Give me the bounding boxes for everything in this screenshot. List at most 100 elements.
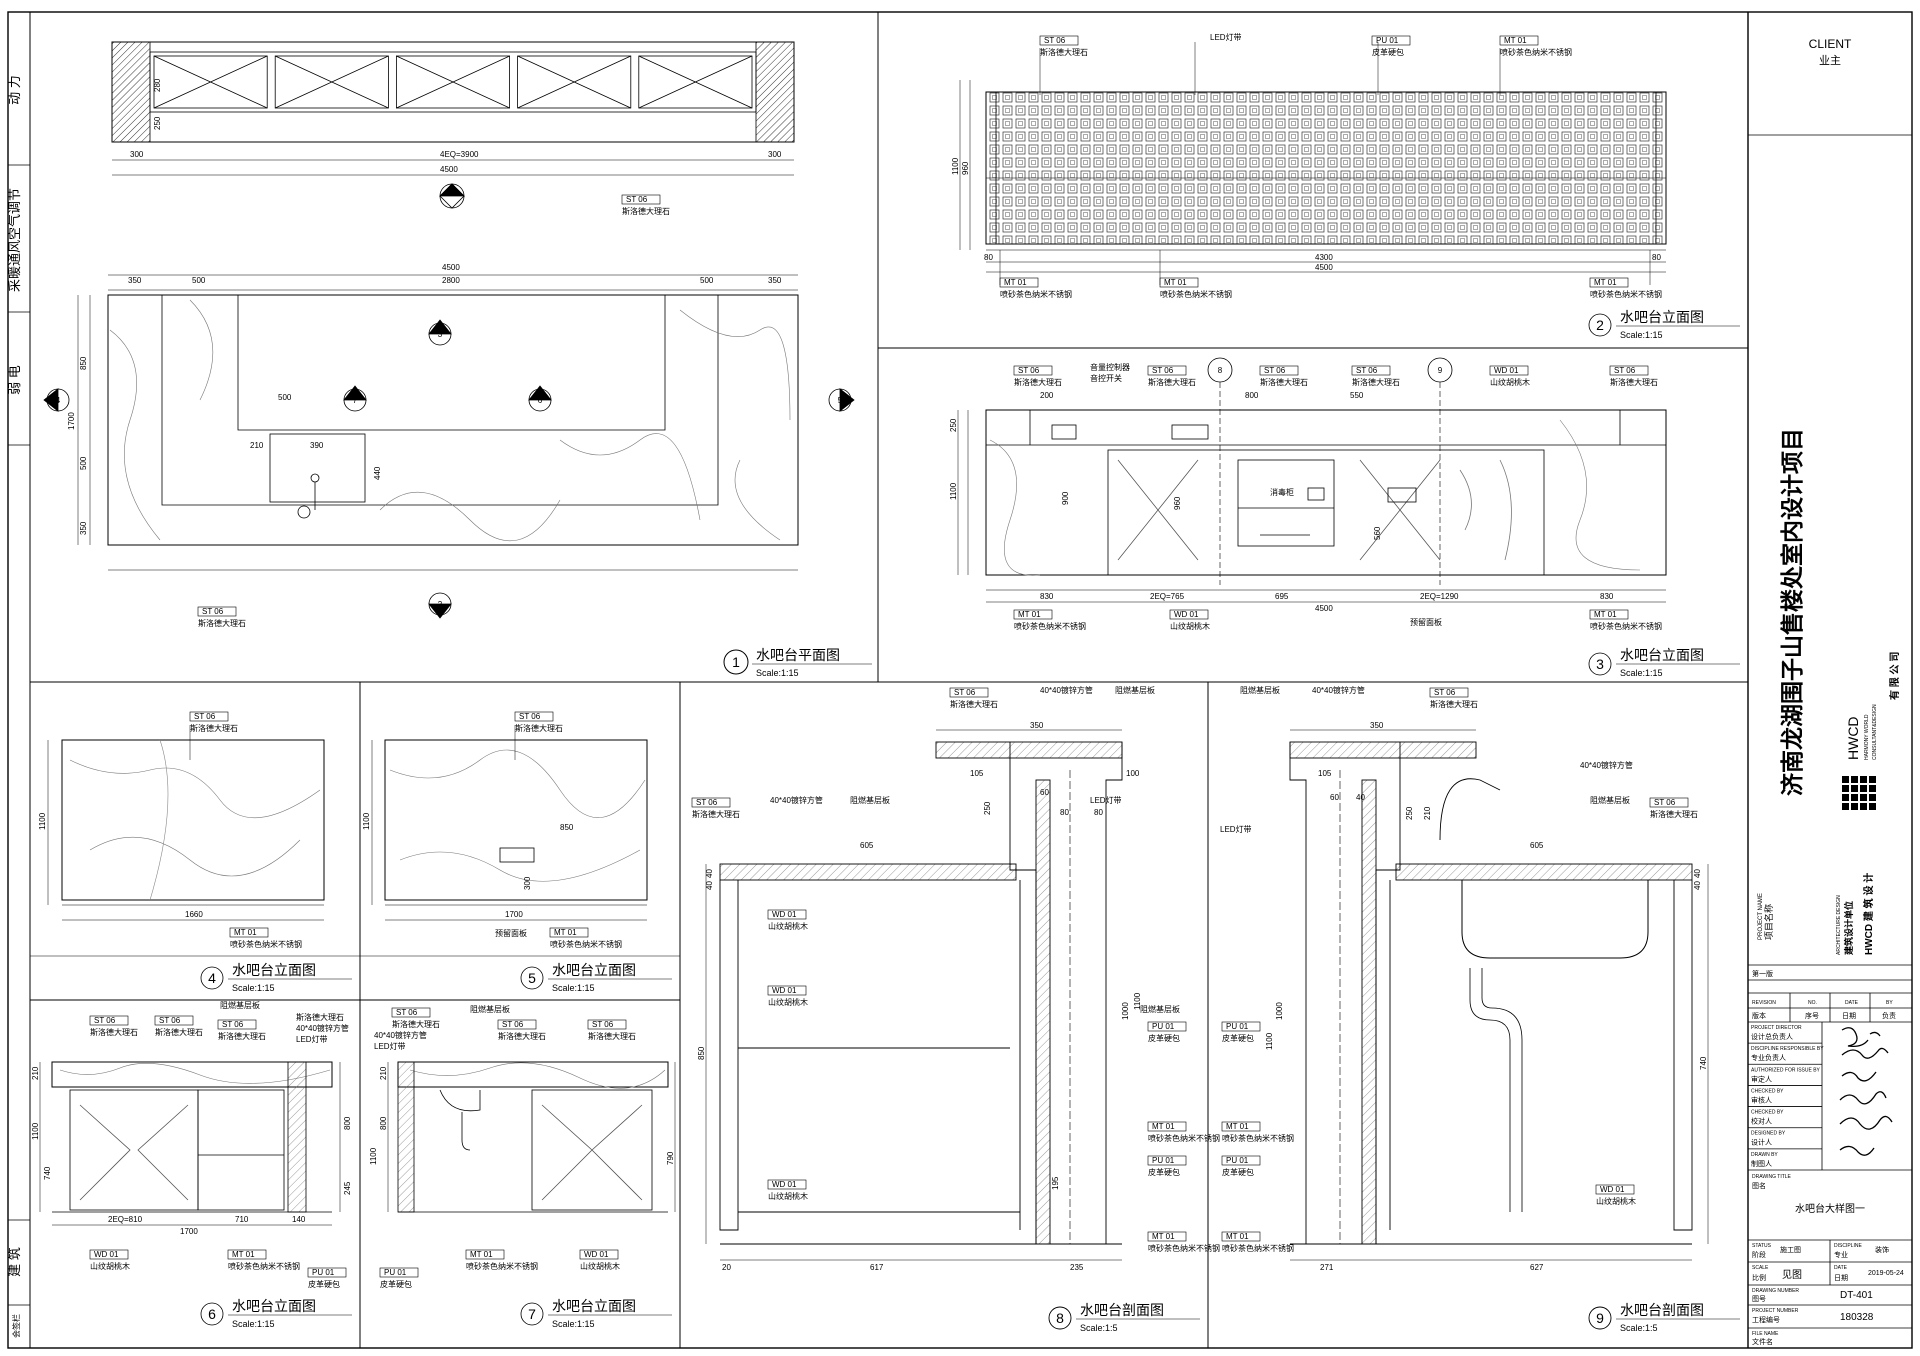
p3-marker-8: 8 (1218, 366, 1223, 375)
status-en: STATUS (1752, 1243, 1772, 1249)
p9-dim-271: 271 (1320, 1263, 1334, 1272)
p8-note-led: LED灯带 (1090, 795, 1122, 805)
p8-dim-250: 250 (983, 801, 992, 815)
p8-tag-wd01-a: WD 01 (772, 910, 797, 919)
role-cn: 设计总负责人 (1751, 1032, 1793, 1041)
p9-tag-pu01-a-name: 皮革硬包 (1222, 1033, 1254, 1043)
rev-first: 第一版 (1752, 969, 1773, 978)
panel-1-number: 1 (732, 654, 740, 670)
p8-tag-wd01-c-name: 山纹胡桃木 (768, 1191, 808, 1201)
project-number-cn: 工程编号 (1752, 1315, 1780, 1324)
p6-tag-st06-b: ST 06 (159, 1016, 181, 1025)
discipline-value: 装饰 (1875, 1245, 1889, 1254)
p9-note-led: LED灯带 (1220, 824, 1252, 834)
panel-8-number: 8 (1056, 1310, 1064, 1326)
p3-tag-wd01-a: WD 01 (1494, 366, 1519, 375)
firm-en-1: HARMONY WORLD (1864, 714, 1870, 760)
p1-dim-4500-top: 4500 (440, 165, 458, 174)
scale-cn: 比例 (1752, 1273, 1766, 1282)
drawing-number-en: DRAWING NUMBER (1752, 1288, 1799, 1294)
panel-6-scale: Scale:1:15 (232, 1319, 275, 1329)
logo-square (1860, 776, 1867, 783)
p5-dim-850: 850 (560, 823, 574, 832)
p8-note-board: 阻燃基层板 (1115, 685, 1155, 695)
p6-dim-740: 740 (43, 1166, 52, 1180)
p5-dim-1100: 1100 (362, 812, 371, 830)
p2-tag-pu01: PU 01 (1376, 36, 1399, 45)
p6-tag-wd01: WD 01 (94, 1250, 119, 1259)
p1-dim-eq: 4EQ=3900 (440, 150, 479, 159)
p1-dim-2800: 2800 (442, 276, 460, 285)
p8-note-tube: 40*40镀锌方管 (1040, 685, 1093, 695)
p8-tag-wd01-b: WD 01 (772, 986, 797, 995)
firm-logo-text: HWCD (1845, 716, 1861, 760)
p9-tag-mt01-b: MT 01 (1226, 1232, 1249, 1241)
plan-cell (274, 55, 389, 109)
p6-tag-st06-a: ST 06 (94, 1016, 116, 1025)
panel-8-scale: Scale:1:5 (1080, 1323, 1118, 1333)
p9-tag-mt01-b-name: 喷砂茶色纳米不锈钢 (1222, 1243, 1294, 1253)
p3-dim-4500: 4500 (1315, 604, 1333, 613)
rev-date-en: DATE (1845, 1000, 1859, 1006)
logo-square (1869, 794, 1876, 801)
panel-6-title: 6 水吧台立面图 Scale:1:15 (208, 1298, 352, 1329)
rev-label-en: REVISION (1752, 1000, 1776, 1006)
title-block-text: CLIENT 业主 济南龙湖围子山售楼处室内设计项目 PROJECT NAME … (1751, 37, 1904, 1346)
p1-dim-390: 390 (310, 441, 324, 450)
drawing-number-value: DT-401 (1840, 1290, 1873, 1301)
p3-note-panel: 预留面板 (1410, 617, 1442, 627)
panel-6-elevation (39, 1061, 341, 1326)
p2-tag-st06: ST 06 (1044, 36, 1066, 45)
p9-note-board-b: 阻燃基层板 (1590, 795, 1630, 805)
p8-tag-pu01-b-name: 皮革硬包 (1148, 1167, 1180, 1177)
p6-tag-mt01: MT 01 (232, 1250, 255, 1259)
date-value: 2019-05-24 (1868, 1270, 1904, 1277)
p8-dim-850: 850 (697, 1046, 706, 1060)
panel-5-name: 水吧台立面图 (552, 962, 636, 978)
p6-tag-st06-c: ST 06 (222, 1020, 244, 1029)
panel-6-name: 水吧台立面图 (232, 1298, 316, 1314)
p1-tag-st06-b: ST 06 (202, 607, 224, 616)
p2-tag-mt01-d-name: 喷砂茶色纳米不锈钢 (1590, 289, 1662, 299)
p1-marker-3: 3 (438, 330, 443, 339)
p8-dim-60: 60 (1040, 788, 1049, 797)
p9-note-tube: 40*40镀锌方管 (1312, 685, 1365, 695)
p8-tag-pu01-a-name: 皮革硬包 (1148, 1033, 1180, 1043)
p1-marker-7: 7 (353, 396, 358, 405)
p3-tag-st06-c: ST 06 (1264, 366, 1286, 375)
panel-titles: 1 水吧台平面图 Scale:1:15 2 水吧台立面图 Scale:1:15 … (208, 309, 1740, 1333)
p1-dim-210: 210 (250, 441, 264, 450)
strip-label-architecture: 建 筑 (7, 1247, 22, 1277)
p9-note-board: 阻燃基层板 (1240, 685, 1280, 695)
p3-tag-st06-b-name: 斯洛德大理石 (1148, 377, 1196, 387)
panel-4-scale: Scale:1:15 (232, 983, 275, 993)
p7-tag-st06-b-name: 斯洛德大理石 (498, 1031, 546, 1041)
panel-1-name: 水吧台平面图 (756, 647, 840, 663)
arch-design-en: ARCHITECTURE DESIGN (1836, 895, 1842, 955)
p6-tag-mt01-name: 喷砂茶色纳米不锈钢 (228, 1261, 300, 1271)
p3-tag-st06-c-name: 斯洛德大理石 (1260, 377, 1308, 387)
p8-tag-st06-b-name: 斯洛德大理石 (692, 809, 740, 819)
panel-2-title: 2 水吧台立面图 Scale:1:15 (1596, 309, 1740, 340)
p8-tag-st06-b: ST 06 (696, 798, 718, 807)
p6-tag-st06-c-name: 斯洛德大理石 (218, 1031, 266, 1041)
status-value: 施工图 (1780, 1245, 1801, 1254)
rev-no-cn: 序号 (1805, 1011, 1819, 1020)
p4-tag-mt01-name: 喷砂茶色纳米不锈钢 (230, 939, 302, 949)
p1-marker-2: 2 (438, 600, 443, 609)
p3-dim-1100: 1100 (949, 482, 958, 500)
logo-square (1851, 776, 1858, 783)
logo-square (1842, 776, 1849, 783)
logo-square (1842, 794, 1849, 801)
project-title: 济南龙湖围子山售楼处室内设计项目 (1779, 428, 1805, 796)
panel-9-text: 阻燃基层板 40*40镀锌方管 ST 06 斯洛德大理石 40*40镀锌方管 阻… (1220, 685, 1708, 1272)
p8-dim-1100: 1100 (1133, 992, 1142, 1010)
p9-dim-1100: 1100 (1265, 1032, 1274, 1050)
p8-dim-80a: 80 (1060, 808, 1069, 817)
p1-dim-1700: 1700 (67, 412, 76, 430)
p3-tag-st06-e: ST 06 (1614, 366, 1636, 375)
p8-dim-105: 105 (970, 769, 984, 778)
p3-dim-830b: 830 (1600, 592, 1614, 601)
p3-dim-550: 550 (1350, 391, 1364, 400)
